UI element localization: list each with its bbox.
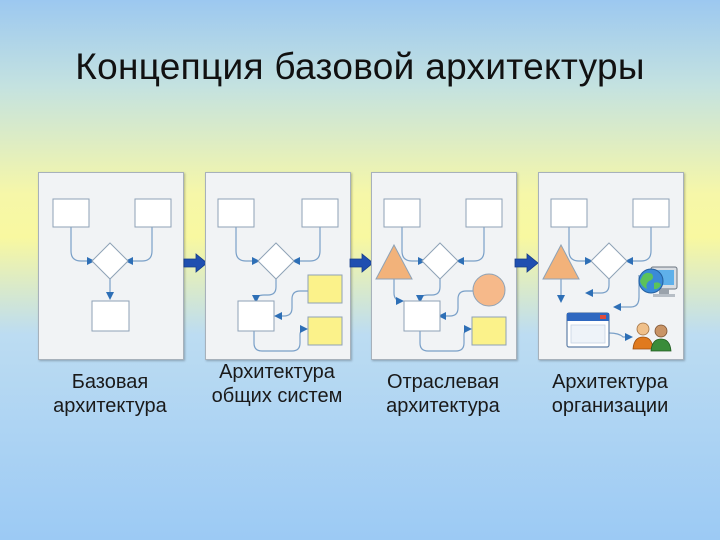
caption-industry-architecture: Отраслевая архитектура	[386, 371, 500, 417]
connector-line	[252, 279, 277, 303]
diagram-organization-architecture	[542, 198, 678, 352]
connector-line	[419, 325, 472, 352]
connector-line	[274, 290, 308, 320]
process-box	[301, 198, 339, 228]
connector-line	[568, 227, 593, 265]
connector-line	[438, 290, 474, 320]
panel-common-systems-architecture	[205, 172, 351, 360]
connector-line	[393, 279, 404, 305]
process-box	[134, 198, 172, 228]
connector-line	[613, 275, 640, 311]
connector-line	[125, 227, 153, 265]
industry-element-circle	[472, 273, 506, 307]
shared-system-box	[471, 316, 507, 346]
process-box	[632, 198, 670, 228]
process-box	[383, 198, 421, 228]
panel-base-architecture	[38, 172, 184, 360]
process-box	[465, 198, 503, 228]
connector-line	[401, 227, 426, 265]
diagram-industry-architecture	[375, 198, 507, 352]
network-computer-icon	[638, 266, 678, 297]
process-box	[91, 300, 130, 332]
panel-industry-architecture	[371, 172, 517, 360]
panel-organization-architecture	[538, 172, 684, 360]
decision-diamond	[421, 242, 459, 280]
connector-line	[416, 279, 441, 303]
shared-system-box	[307, 274, 343, 304]
connector-line	[292, 227, 321, 265]
decision-diamond	[590, 242, 628, 280]
connector-line	[235, 227, 260, 265]
flow-arrow-icon	[183, 253, 209, 273]
connector-line	[456, 227, 485, 265]
connector-line	[625, 227, 652, 265]
caption-base-architecture: Базовая архитектура	[53, 371, 167, 417]
connector-line	[585, 279, 610, 297]
caption-common-systems-architecture: Архитектура общих систем	[211, 361, 343, 407]
connector-line	[70, 227, 95, 265]
shared-system-box	[307, 316, 343, 346]
decision-diamond	[91, 242, 129, 280]
diagram-base-architecture	[52, 198, 172, 332]
process-box	[237, 300, 275, 332]
slide-title: Концепция базовой архитектуры	[75, 46, 645, 87]
flow-arrow-icon	[514, 253, 540, 273]
connector-line	[253, 325, 308, 352]
industry-element-triangle	[542, 243, 580, 280]
process-box	[52, 198, 90, 228]
users-icon	[632, 322, 672, 352]
process-box	[403, 300, 441, 332]
caption-organization-architecture: Архитектура организации	[551, 371, 669, 417]
connector-line	[608, 332, 633, 341]
process-box	[550, 198, 588, 228]
application-window-icon	[566, 312, 610, 348]
process-box	[217, 198, 255, 228]
flow-arrow-icon	[349, 253, 375, 273]
decision-diamond	[257, 242, 295, 280]
industry-element-triangle	[375, 243, 413, 280]
diagram-common-systems-architecture	[217, 198, 343, 352]
